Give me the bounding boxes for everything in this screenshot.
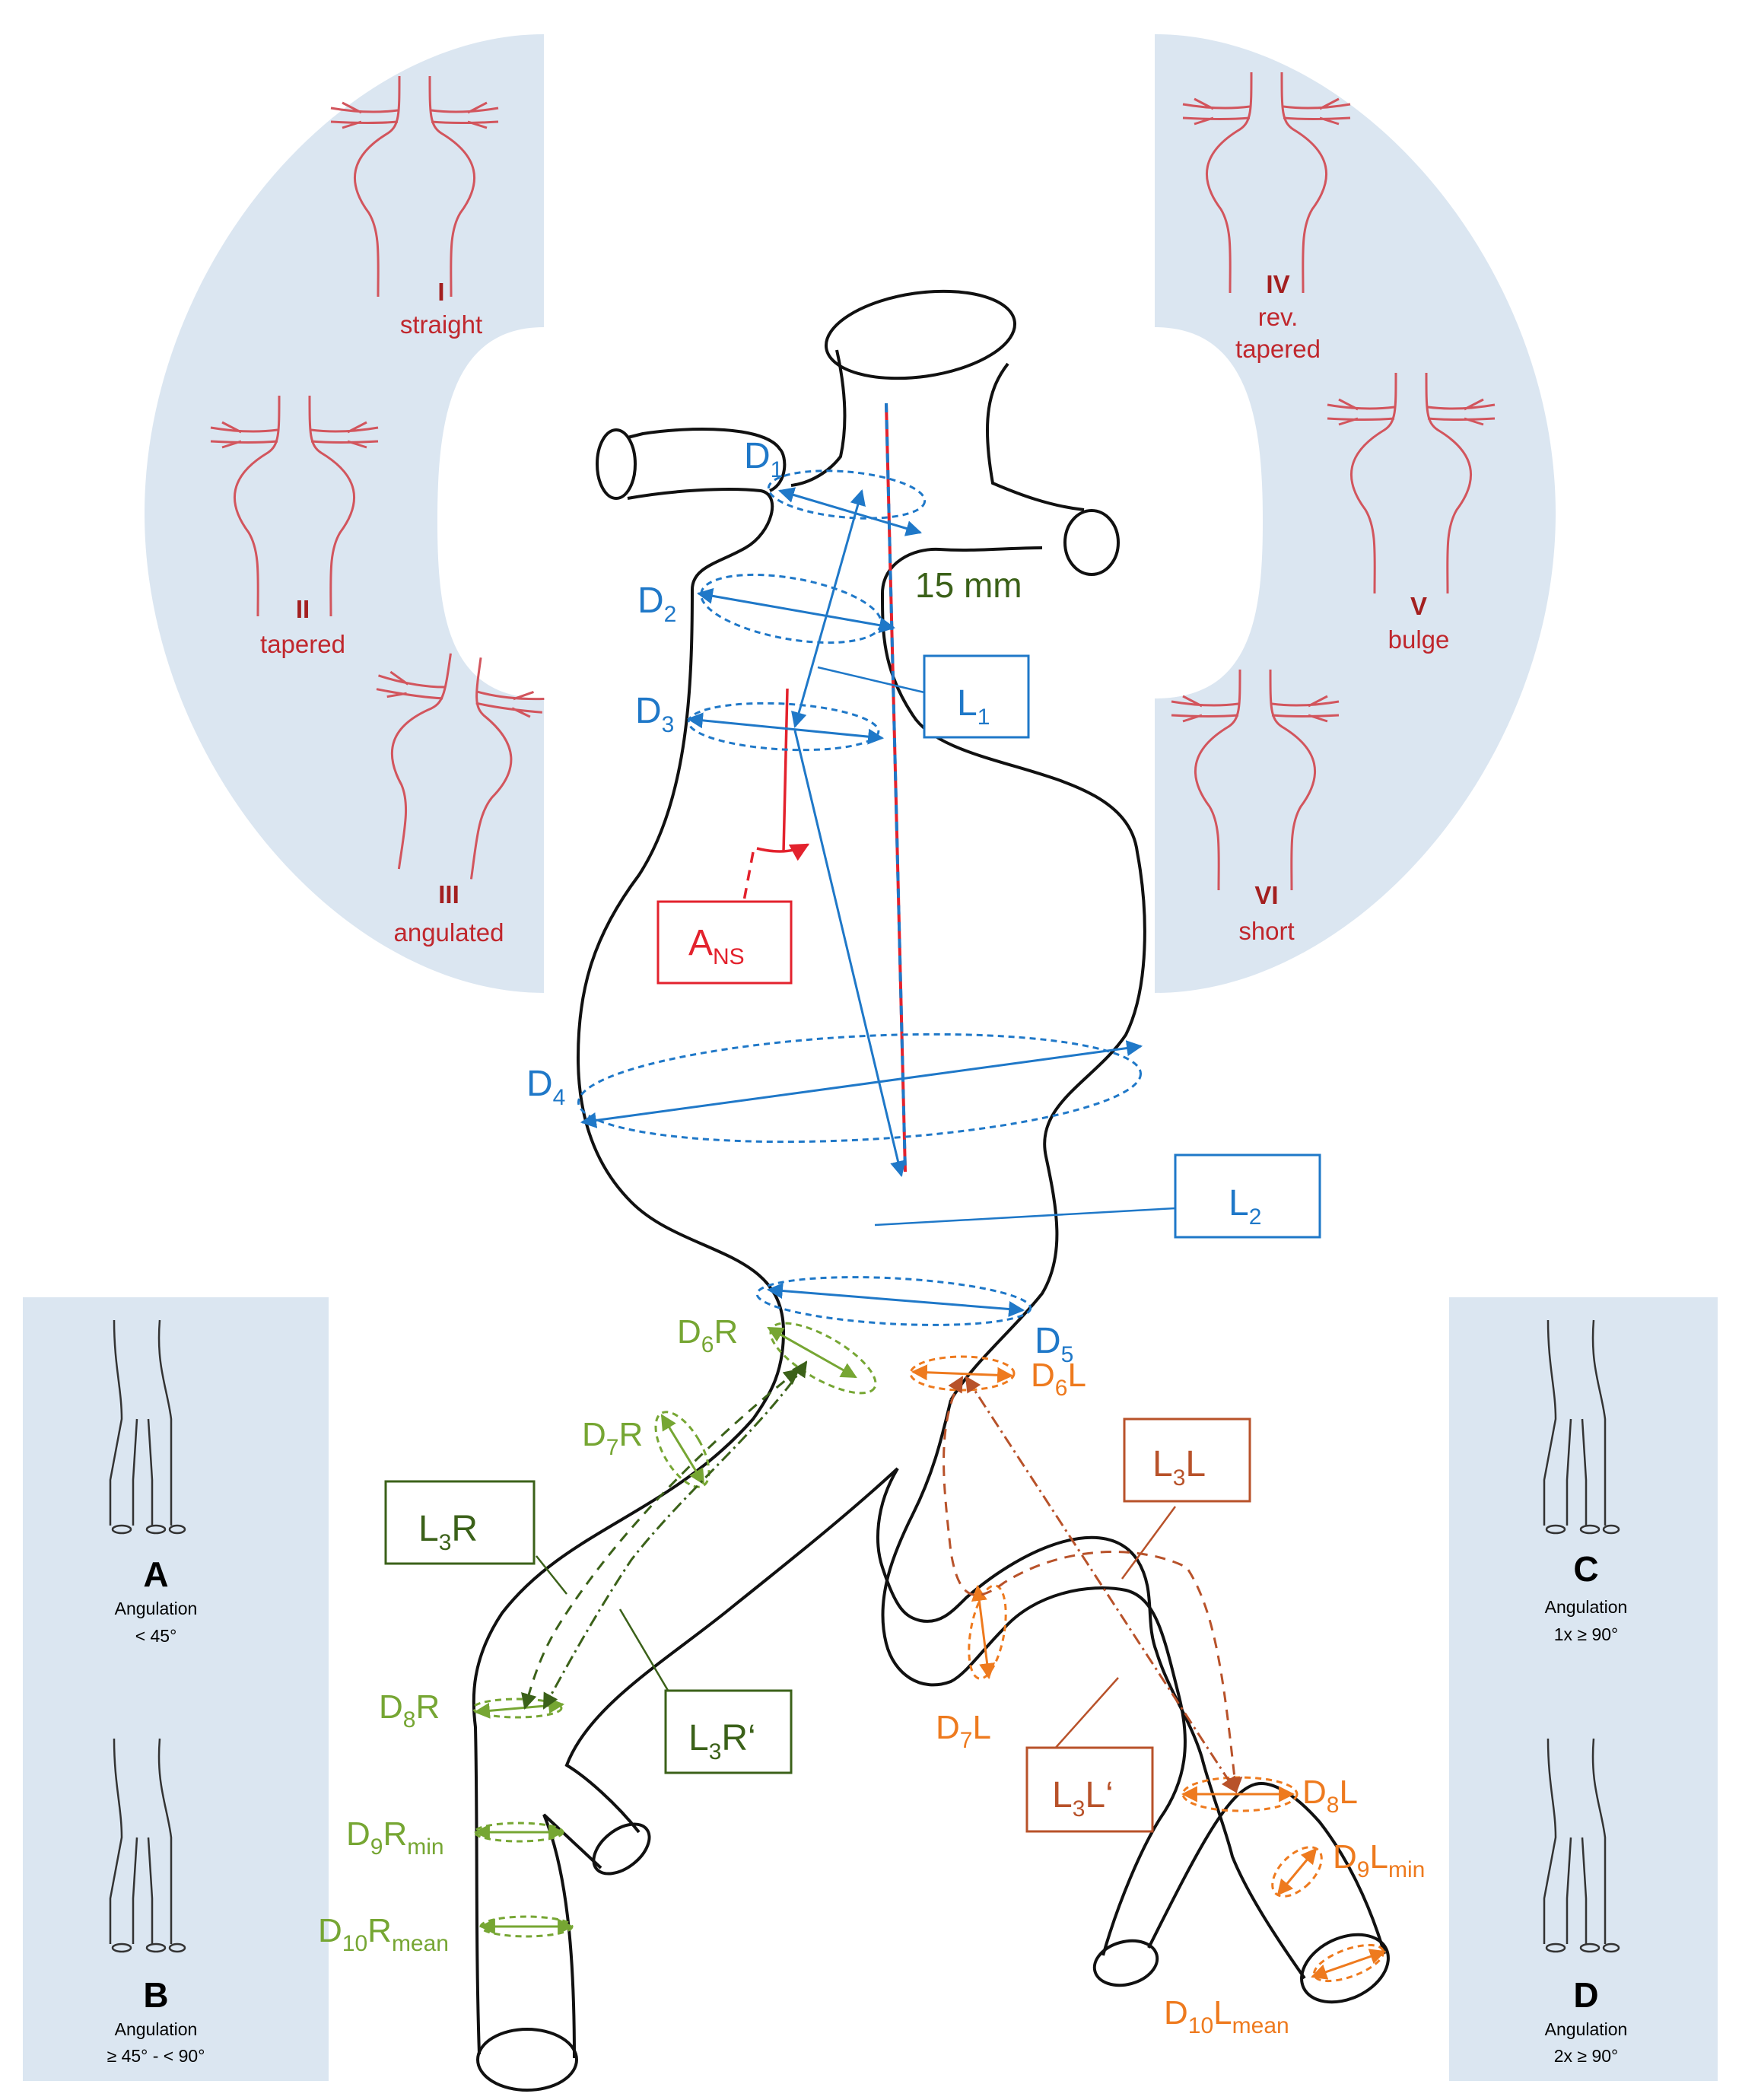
d10r-label: D10Rmean xyxy=(318,1912,449,1956)
ans-leader xyxy=(740,851,755,914)
angulation-d-title: Angulation xyxy=(1545,2019,1628,2039)
angulation-d-value: 2x ≥ 90° xyxy=(1554,2046,1618,2066)
l3r-label: L3R xyxy=(418,1509,478,1555)
l2-arrow xyxy=(793,730,906,1178)
neck-type-iv-label: rev. xyxy=(1258,303,1299,331)
l3r-prime-label: L3R‘ xyxy=(688,1718,756,1764)
neck-types-right-panel xyxy=(1155,34,1556,993)
angulation-left-panel xyxy=(23,1297,329,2081)
blue-diameters xyxy=(577,469,1143,1326)
ans-angle-arc xyxy=(756,843,810,861)
d6r-label: D6R xyxy=(677,1313,738,1357)
ans-red-line xyxy=(782,688,789,853)
angulation-b-letter: B xyxy=(143,1975,168,2015)
d7r-label: D7R xyxy=(582,1416,643,1460)
d7l-label: D7L xyxy=(936,1709,991,1753)
d6l-label: D6L xyxy=(1031,1357,1086,1401)
d9l-label: D9Lmin xyxy=(1333,1838,1425,1882)
angulation-c-letter: C xyxy=(1573,1549,1598,1589)
l2-label: L2 xyxy=(1229,1183,1261,1230)
l3r-prime-box xyxy=(664,1689,793,1774)
d8l-label: D8L xyxy=(1302,1774,1358,1818)
l3r-box xyxy=(384,1480,536,1565)
d10l-label: D10Lmean xyxy=(1164,1994,1289,2038)
neck-type-iv-label-2: tapered xyxy=(1235,335,1321,363)
neck-type-vi-number: VI xyxy=(1254,881,1278,909)
d9r-label: D9Rmin xyxy=(346,1815,444,1860)
l3l-box xyxy=(1123,1418,1251,1503)
angulation-b-title: Angulation xyxy=(115,2019,198,2039)
neck-type-ii-label: tapered xyxy=(260,630,345,658)
right-iliac-measures xyxy=(472,1322,877,1938)
left-iliac-measures xyxy=(909,1355,1386,1983)
angulation-b-value: ≥ 45° - < 90° xyxy=(107,2046,205,2066)
l1-label: L1 xyxy=(957,683,990,730)
neck-type-i-number: I xyxy=(437,278,444,306)
ans-label: ANS xyxy=(688,923,745,969)
angulation-right-panel xyxy=(1449,1297,1718,2081)
ans-box xyxy=(656,900,793,985)
d3-label: D3 xyxy=(635,691,674,737)
l3l-prime-box xyxy=(1025,1746,1154,1833)
neck-type-iii-label: angulated xyxy=(394,918,504,947)
neck-type-iv-number: IV xyxy=(1266,270,1289,298)
neck-length-label: 15 mm xyxy=(915,565,1022,605)
neck-type-iii-number: III xyxy=(438,880,459,908)
l1-arrow xyxy=(791,488,866,729)
d8r-label: D8R xyxy=(379,1688,440,1732)
neck-types-left-panel xyxy=(145,34,544,993)
d5-label: D5 xyxy=(1035,1321,1073,1367)
neck-type-i-label: straight xyxy=(400,310,482,339)
neck-type-v-label: bulge xyxy=(1388,625,1450,654)
neck-type-vi-label: short xyxy=(1238,917,1294,945)
d4-label: D4 xyxy=(526,1064,565,1110)
l3l-prime-label: L3L‘ xyxy=(1052,1775,1114,1822)
d1-label: D1 xyxy=(744,436,783,482)
angulation-d-letter: D xyxy=(1573,1975,1598,2015)
angulation-a-title: Angulation xyxy=(115,1599,198,1618)
leader-lines xyxy=(536,666,1177,1751)
l2-box xyxy=(1174,1153,1321,1239)
angulation-c-value: 1x ≥ 90° xyxy=(1554,1624,1618,1644)
angulation-a-value: < 45° xyxy=(135,1626,177,1646)
angulation-a-letter: A xyxy=(143,1554,168,1594)
l3l-label: L3L xyxy=(1152,1444,1206,1491)
neck-type-v-number: V xyxy=(1410,592,1427,620)
d2-label: D2 xyxy=(637,581,676,627)
neck-type-ii-number: II xyxy=(296,595,310,623)
angulation-c-title: Angulation xyxy=(1545,1597,1628,1617)
l1-box xyxy=(923,654,1030,739)
